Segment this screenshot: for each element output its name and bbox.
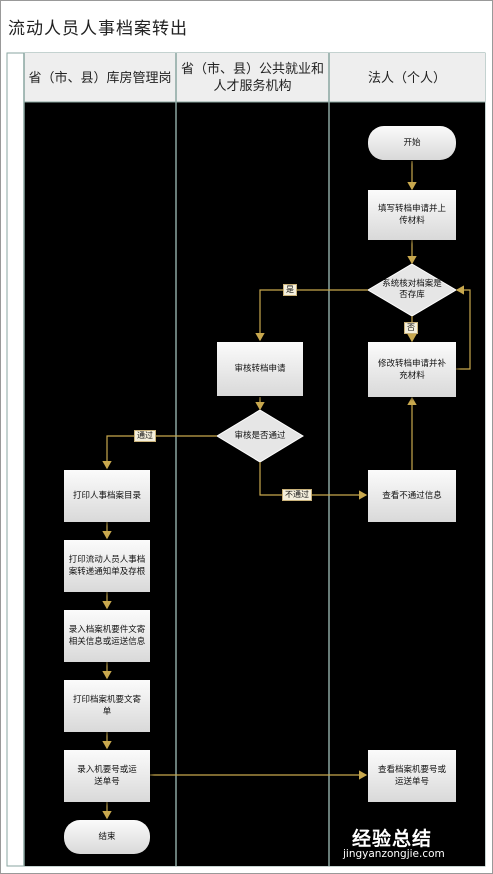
watermark-brand: 经验总结 <box>352 828 433 850</box>
page-title: 流动人员人事档案转出 <box>8 19 188 39</box>
view-number-node: 查看档案机要号或运送单号 <box>368 750 456 802</box>
start-node: 开始 <box>368 126 456 160</box>
print-notice-node: 打印流动人员人事档案转递通知单及存根 <box>64 540 150 592</box>
edge-label-yes: 是 <box>283 284 297 296</box>
view-fail-node: 查看不通过信息 <box>368 470 456 522</box>
arrow <box>102 435 217 470</box>
watermark-url: jingyanzongjie.com <box>343 848 445 860</box>
end-node: 结束 <box>64 820 150 854</box>
lane-header-applicant: 法人（个人） <box>367 70 446 86</box>
fill-apply-node: 填写转档申请并上传材料 <box>368 190 456 240</box>
review-apply-node: 审核转档申请 <box>217 342 303 396</box>
lane-header-service: 省（市、县）公共就业和人才服务机构 <box>180 62 324 94</box>
edge-label-no: 否 <box>404 322 418 334</box>
enter-info-node: 录入档案机要件文寄相关信息或运送信息 <box>64 610 150 662</box>
edge-label-fail: 不通过 <box>282 489 312 501</box>
print-catalog-node: 打印人事档案目录 <box>64 470 150 522</box>
lane-header-storage: 省（市、县）库房管理岗 <box>28 70 172 86</box>
enter-number-node: 录入机要号或运送单号 <box>64 750 150 802</box>
print-doc-node: 打印档案机要文寄单 <box>64 680 150 732</box>
system-check-decision: 系统核对档案是否存库 <box>382 279 442 300</box>
review-pass-decision: 审核是否通过 <box>234 430 286 441</box>
arrow <box>455 285 471 370</box>
arrow <box>255 289 368 342</box>
header-row <box>24 53 485 102</box>
edge-label-pass: 通过 <box>134 430 156 442</box>
arrow <box>259 462 368 500</box>
modify-apply-node: 修改转档申请并补充材料 <box>368 342 456 397</box>
